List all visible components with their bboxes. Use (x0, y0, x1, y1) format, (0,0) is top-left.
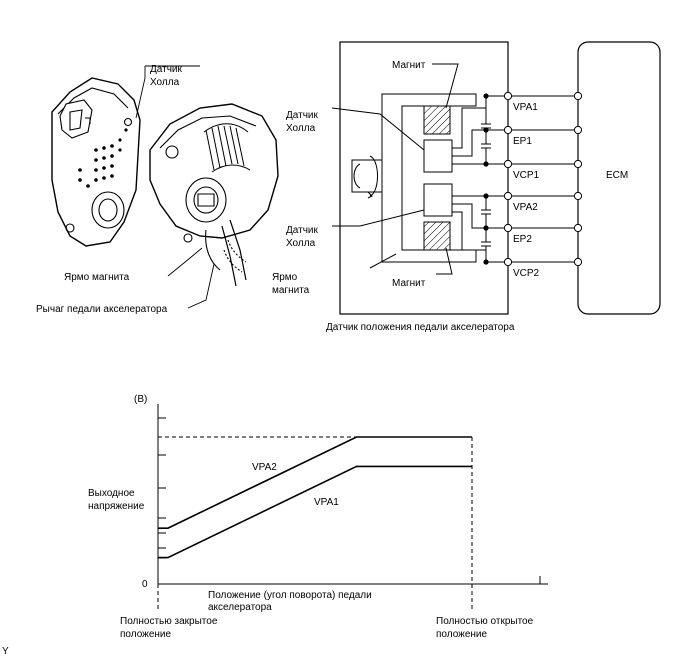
schematic-caption: Датчик положения педали акселератора (326, 322, 515, 333)
graph-zero-label: 0 (142, 579, 148, 590)
sensor-illustration (51, 77, 279, 287)
terminal-vcp1: VCP1 (513, 170, 540, 181)
schematic-yoke-line2: магнита (272, 285, 310, 296)
graph-ylabel-line2: напряжение (88, 501, 145, 512)
graph-panel-label: (B) (134, 394, 147, 405)
graph-xlabel-line1: Положение (угол поворота) педали (208, 590, 372, 601)
schematic-terminals (503, 91, 583, 267)
schematic-junctions (483, 93, 489, 265)
terminal-vcp2: VCP2 (513, 268, 540, 279)
graph-ylabel-line1: Выходное (88, 488, 135, 499)
output-voltage-graph: (B) Выходное напряжение 0 VPA2 VPA1 Поло… (88, 394, 548, 640)
graph-y-ticks (158, 417, 166, 559)
series-line-vpa2 (158, 436, 472, 529)
terminal-ep1: EP1 (513, 136, 532, 147)
graph-xlabel-line2: акселератора (208, 602, 272, 613)
series-line-vpa1 (158, 465, 472, 559)
schematic-wires (331, 63, 578, 275)
graph-open-label-line2: положение (436, 629, 488, 640)
series-label-vpa2: VPA2 (252, 462, 277, 473)
graph-closed-label-line1: Полностью закрытое (120, 616, 218, 627)
graph-closed-label-line2: положение (120, 629, 172, 640)
terminal-vpa2: VPA2 (513, 202, 538, 213)
schematic-yoke-line1: Ярмо (272, 272, 298, 283)
series-label-vpa1: VPA1 (314, 497, 339, 508)
sensor-schematic (339, 41, 661, 315)
schematic-hall2-line1: Датчик (286, 225, 318, 236)
graph-axes (157, 404, 548, 585)
schematic-hall2-line2: Холла (286, 238, 316, 249)
ecm-box (577, 41, 661, 315)
schematic-hall1-line2: Холла (286, 123, 316, 134)
schematic-hall1-line1: Датчик (286, 110, 318, 121)
photo-magnet-yoke-label: Ярмо магнита (64, 272, 130, 283)
schematic-magnet-bottom: Магнит (392, 278, 426, 289)
graph-open-label-line1: Полностью открытое (436, 616, 534, 627)
terminal-ep2: EP2 (513, 234, 532, 245)
photo-pedal-lever-label: Рычаг педали акселератора (36, 304, 168, 315)
ecm-label: ECM (606, 170, 628, 181)
corner-mark: Y (2, 646, 9, 657)
schematic-magnet-top: Магнит (392, 60, 426, 71)
photo-hall-sensor-line1: Датчик (150, 64, 182, 75)
terminal-vpa1: VPA1 (513, 102, 538, 113)
photo-leaders (135, 65, 215, 309)
photo-hall-sensor-line2: Холла (150, 77, 180, 88)
